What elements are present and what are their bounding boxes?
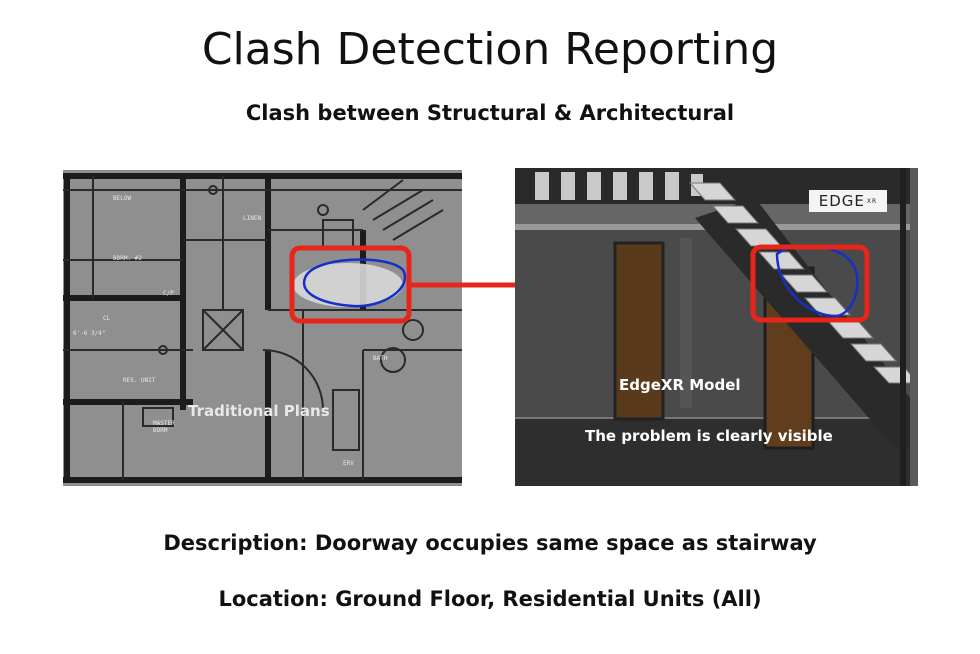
page-subtitle: Clash between Structural & Architectural bbox=[245, 101, 735, 125]
svg-text:MASTER: MASTER bbox=[153, 420, 175, 427]
svg-text:BELOW: BELOW bbox=[113, 195, 131, 202]
svg-text:BDRM: BDRM bbox=[153, 427, 168, 434]
svg-text:CL: CL bbox=[103, 315, 111, 322]
svg-text:ERV: ERV bbox=[343, 460, 354, 467]
svg-text:RES. UNIT: RES. UNIT bbox=[123, 377, 156, 384]
svg-text:BATH: BATH bbox=[373, 355, 388, 362]
svg-text:C/P: C/P bbox=[163, 290, 174, 297]
svg-text:LINEN: LINEN bbox=[243, 215, 261, 222]
model-caption: The problem is clearly visible bbox=[585, 427, 833, 445]
floor-plan-image: BELOW BDRM. #2 CL 6'-6 3/4" RES. UNIT MA… bbox=[63, 170, 462, 486]
page-title: Clash Detection Reporting bbox=[201, 24, 779, 75]
clash-location: Location: Ground Floor, Residential Unit… bbox=[218, 587, 762, 611]
model-label: EdgeXR Model bbox=[619, 376, 741, 394]
svg-text:BDRM. #2: BDRM. #2 bbox=[113, 255, 142, 262]
clash-description: Description: Doorway occupies same space… bbox=[163, 531, 817, 555]
svg-text:6'-6 3/4": 6'-6 3/4" bbox=[73, 330, 106, 337]
plans-label: Traditional Plans bbox=[188, 402, 330, 420]
